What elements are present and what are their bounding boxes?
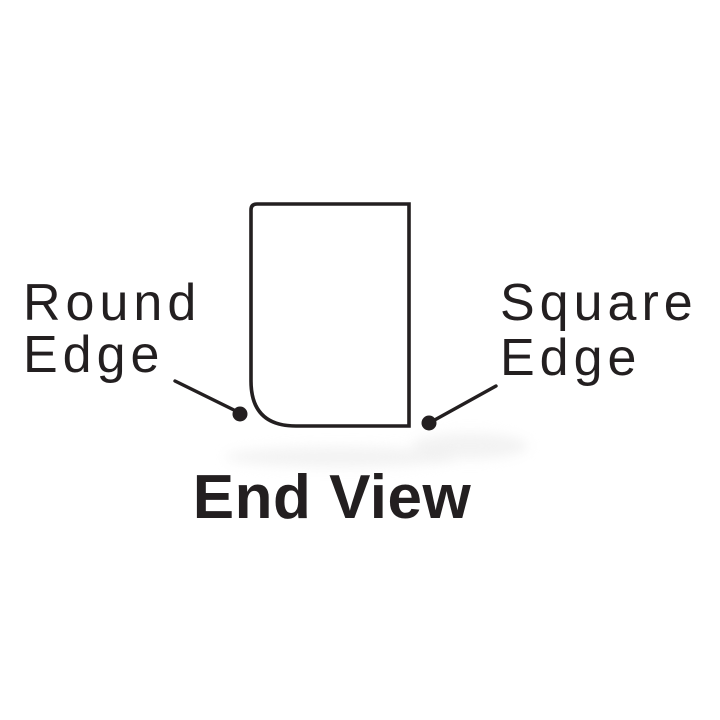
square-edge-dot	[421, 415, 437, 431]
round-edge-label-line1: Round	[23, 274, 201, 332]
round-edge-label-line2: Edge	[23, 326, 164, 384]
square-edge-leader-line	[429, 384, 498, 424]
diagram-title: End View	[193, 463, 472, 532]
square-edge-label-line2: Edge	[500, 329, 641, 387]
board-end-profile	[249, 202, 411, 428]
round-edge-leader-line	[173, 379, 240, 414]
shadow-artifact	[225, 447, 455, 467]
round-edge-dot	[232, 406, 248, 422]
shadow-artifact	[412, 433, 528, 459]
square-edge-label-line1: Square	[500, 274, 698, 332]
